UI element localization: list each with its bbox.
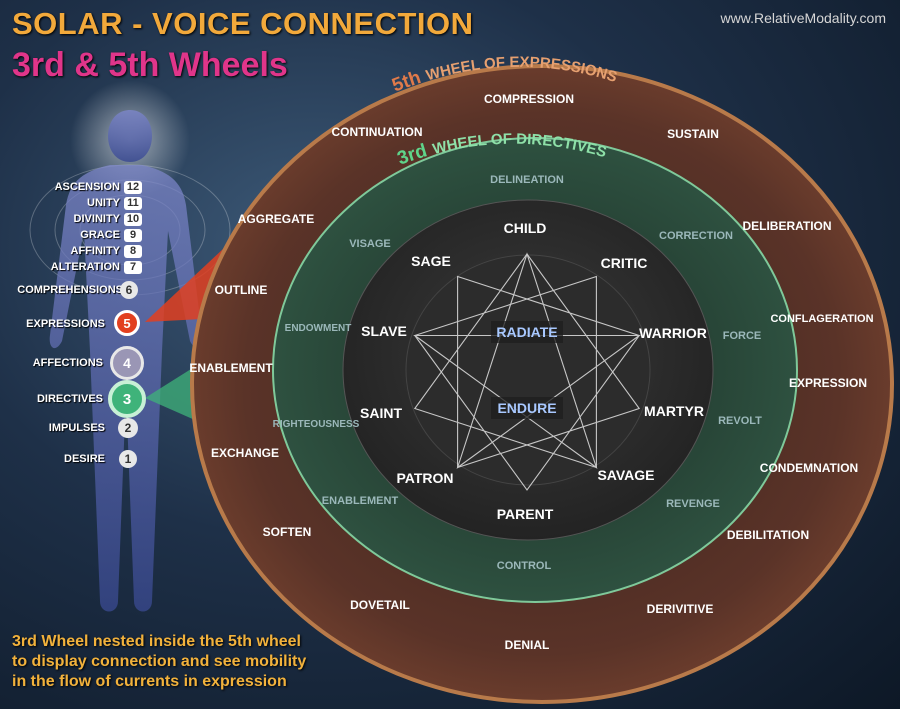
scale-row: DIVINITY 10 <box>30 211 142 227</box>
scale-row: UNITY 11 <box>30 195 142 211</box>
scale-label: DIRECTIVES <box>36 393 103 405</box>
scale-num: 12 <box>124 180 142 194</box>
middle-term: VISAGE <box>349 238 391 250</box>
outer-term: EXPRESSION <box>789 376 867 390</box>
middle-term: REVENGE <box>666 498 720 510</box>
inner-term: PARENT <box>497 506 554 522</box>
star-line <box>413 252 641 469</box>
page-title: SOLAR - VOICE CONNECTION <box>12 6 474 41</box>
middle-term: RIGHTEOUSNESS <box>273 419 360 430</box>
scale-label: EXPRESSIONS <box>26 318 105 330</box>
inner-term: MARTYR <box>644 403 704 419</box>
scale-num: 4 <box>110 346 144 380</box>
caption: 3rd Wheel nested inside the 5th wheel to… <box>12 632 306 692</box>
scale-num: 2 <box>118 418 138 438</box>
scale-row: DIRECTIVES <box>5 391 103 407</box>
center-bottom: ENDURE <box>497 400 556 416</box>
middle-term: CORRECTION <box>659 230 733 242</box>
scale-label: DIVINITY <box>73 213 120 225</box>
outer-term: DOVETAIL <box>350 598 410 612</box>
inner-term: WARRIOR <box>639 325 707 341</box>
outer-term: CONFLAGERATION <box>770 313 873 325</box>
outer-wheel-title: 5thWHEEL OF EXPRESSIONS <box>389 54 619 97</box>
scale-label: DESIRE <box>64 453 105 465</box>
outer-term: SOFTEN <box>263 525 312 539</box>
outer-term: DERIVITIVE <box>647 602 714 616</box>
scale-label: IMPULSES <box>48 422 105 434</box>
outer-term: OUTLINE <box>215 283 268 297</box>
middle-wheel-title-text: WHEEL OF DIRECTIVES <box>431 131 609 162</box>
middle-term: ENABLEMENT <box>322 495 399 507</box>
inner-term: SAINT <box>360 405 402 421</box>
scale-row: IMPULSES <box>5 420 105 436</box>
outer-term: CONTINUATION <box>331 125 422 139</box>
website-link[interactable]: www.RelativeModality.com <box>720 10 886 26</box>
scale-num: 11 <box>124 196 142 210</box>
scale-label: ALTERATION <box>50 261 120 273</box>
middle-term: DELINEATION <box>490 174 564 186</box>
outer-wheel-title-text: WHEEL OF EXPRESSIONS <box>424 54 619 86</box>
inner-term: SLAVE <box>361 323 407 339</box>
caption-line: in the flow of currents in expression <box>12 673 287 690</box>
middle-term: ENDOWMENT <box>285 323 352 334</box>
scale-row: GRACE 9 <box>30 227 142 243</box>
scale-label: AFFINITY <box>70 245 121 257</box>
scale-num: 3 <box>108 380 146 418</box>
outer-term: AGGREGATE <box>238 212 314 226</box>
scale-row: ALTERATION 7 <box>30 259 142 275</box>
caption-line: 3rd Wheel nested inside the 5th wheel <box>12 633 301 650</box>
scale-num: 7 <box>124 260 142 274</box>
middle-wheel-title-num: 3rd <box>395 140 430 169</box>
scale-row: DESIRE <box>5 451 105 467</box>
inner-term: CHILD <box>504 220 547 236</box>
scale-row: EXPRESSIONS <box>5 316 105 332</box>
scale-num: 5 <box>114 310 140 336</box>
center-top: RADIATE <box>496 324 557 340</box>
middle-wheel-title: 3rdWHEEL OF DIRECTIVES <box>395 131 609 170</box>
scale-num: 9 <box>124 228 142 242</box>
star-line <box>413 253 641 491</box>
outer-term: CONDEMNATION <box>760 461 858 475</box>
middle-term: CONTROL <box>497 560 552 572</box>
scale-label: COMPREHENSIONS <box>17 284 123 296</box>
scale-label: AFFECTIONS <box>32 357 103 369</box>
inner-term: PATRON <box>396 470 453 486</box>
page-subtitle: 3rd & 5th Wheels <box>12 46 288 84</box>
outer-term: DELIBERATION <box>742 219 831 233</box>
scale-num: 6 <box>120 281 138 299</box>
outer-term: EXCHANGE <box>211 446 279 460</box>
outer-term: DEBILITATION <box>727 528 809 542</box>
scale-num: 8 <box>124 244 142 258</box>
scale-row: COMPREHENSIONS <box>5 282 123 298</box>
outer-term: DENIAL <box>505 638 550 652</box>
inner-term: SAGE <box>411 253 451 269</box>
outer-term: SUSTAIN <box>667 127 719 141</box>
inner-term: CRITIC <box>601 255 648 271</box>
inner-term: SAVAGE <box>597 467 654 483</box>
scale-num: 10 <box>124 212 142 226</box>
outer-wheel-title-num: 5th <box>389 67 423 96</box>
outer-term: ENABLEMENT <box>189 361 273 375</box>
scale-row: ASCENSION 12 <box>30 179 142 195</box>
scale-label: ASCENSION <box>54 181 120 193</box>
middle-term: FORCE <box>723 330 762 342</box>
scale-row: AFFECTIONS <box>5 355 103 371</box>
scale-label: GRACE <box>80 229 120 241</box>
scale-label: UNITY <box>87 197 120 209</box>
middle-term: REVOLT <box>718 415 762 427</box>
caption-line: to display connection and see mobility <box>12 653 307 670</box>
scale-num: 1 <box>119 450 137 468</box>
outer-term: COMPRESSION <box>484 92 574 106</box>
